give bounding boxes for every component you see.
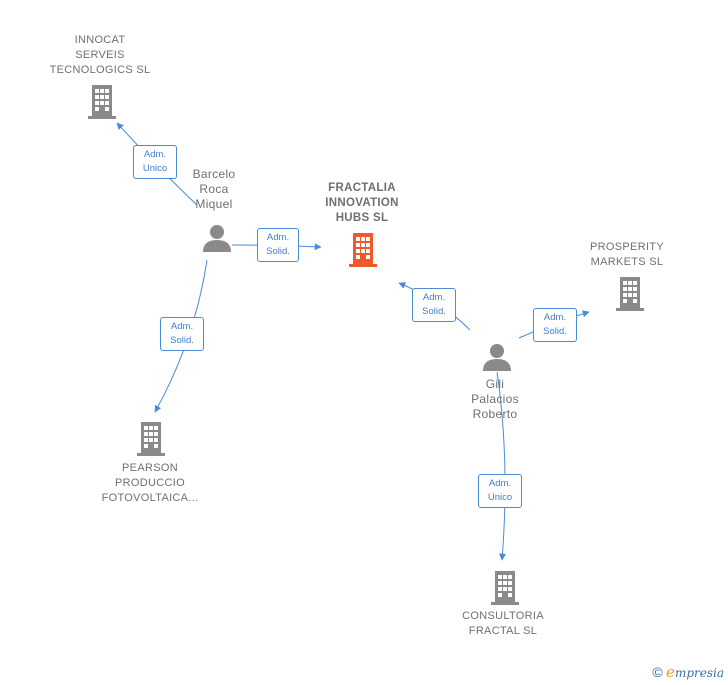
copyright-symbol: ©	[652, 664, 663, 680]
person-name-gili[interactable]: Gili Palacios Roberto	[471, 377, 519, 421]
edge-label-gili-consultoria: Adm. Unico	[478, 474, 522, 508]
building-icon-main[interactable]	[347, 231, 379, 267]
edge-label-barcelo-pearson: Adm. Solid.	[160, 317, 204, 351]
company-name-prosperity[interactable]: PROSPERITY MARKETS SL	[590, 241, 664, 268]
person-icon[interactable]	[482, 343, 512, 371]
brand-initial: e	[666, 663, 675, 681]
building-icon[interactable]	[614, 275, 646, 311]
edge-label-gili-fractalia: Adm. Solid.	[412, 288, 456, 322]
edge-label-barcelo-fractalia: Adm. Solid.	[257, 228, 299, 262]
company-name-fractalia[interactable]: FRACTALIA INNOVATION HUBS SL	[325, 182, 399, 224]
company-name-consultoria[interactable]: CONSULTORIA FRACTAL SL	[462, 610, 544, 637]
edge-label-barcelo-innocat: Adm. Unico	[133, 145, 177, 179]
person-name-barcelo[interactable]: Barcelo Roca Miquel	[192, 167, 236, 211]
brand-name: mpresia	[674, 666, 724, 680]
edge-label-gili-prosperity: Adm. Solid.	[533, 308, 577, 342]
empresia-watermark: © empresia	[652, 663, 724, 681]
building-icon[interactable]	[135, 420, 167, 456]
building-icon[interactable]	[489, 569, 521, 605]
company-name-pearson[interactable]: PEARSON PRODUCCIO FOTOVOLTAICA...	[101, 462, 199, 504]
edge-gili-consultoria	[496, 371, 506, 561]
person-icon[interactable]	[202, 224, 232, 252]
building-icon[interactable]	[86, 83, 118, 119]
company-name-innocat[interactable]: INNOCAT SERVEIS TECNOLOGICS SL	[49, 34, 151, 76]
